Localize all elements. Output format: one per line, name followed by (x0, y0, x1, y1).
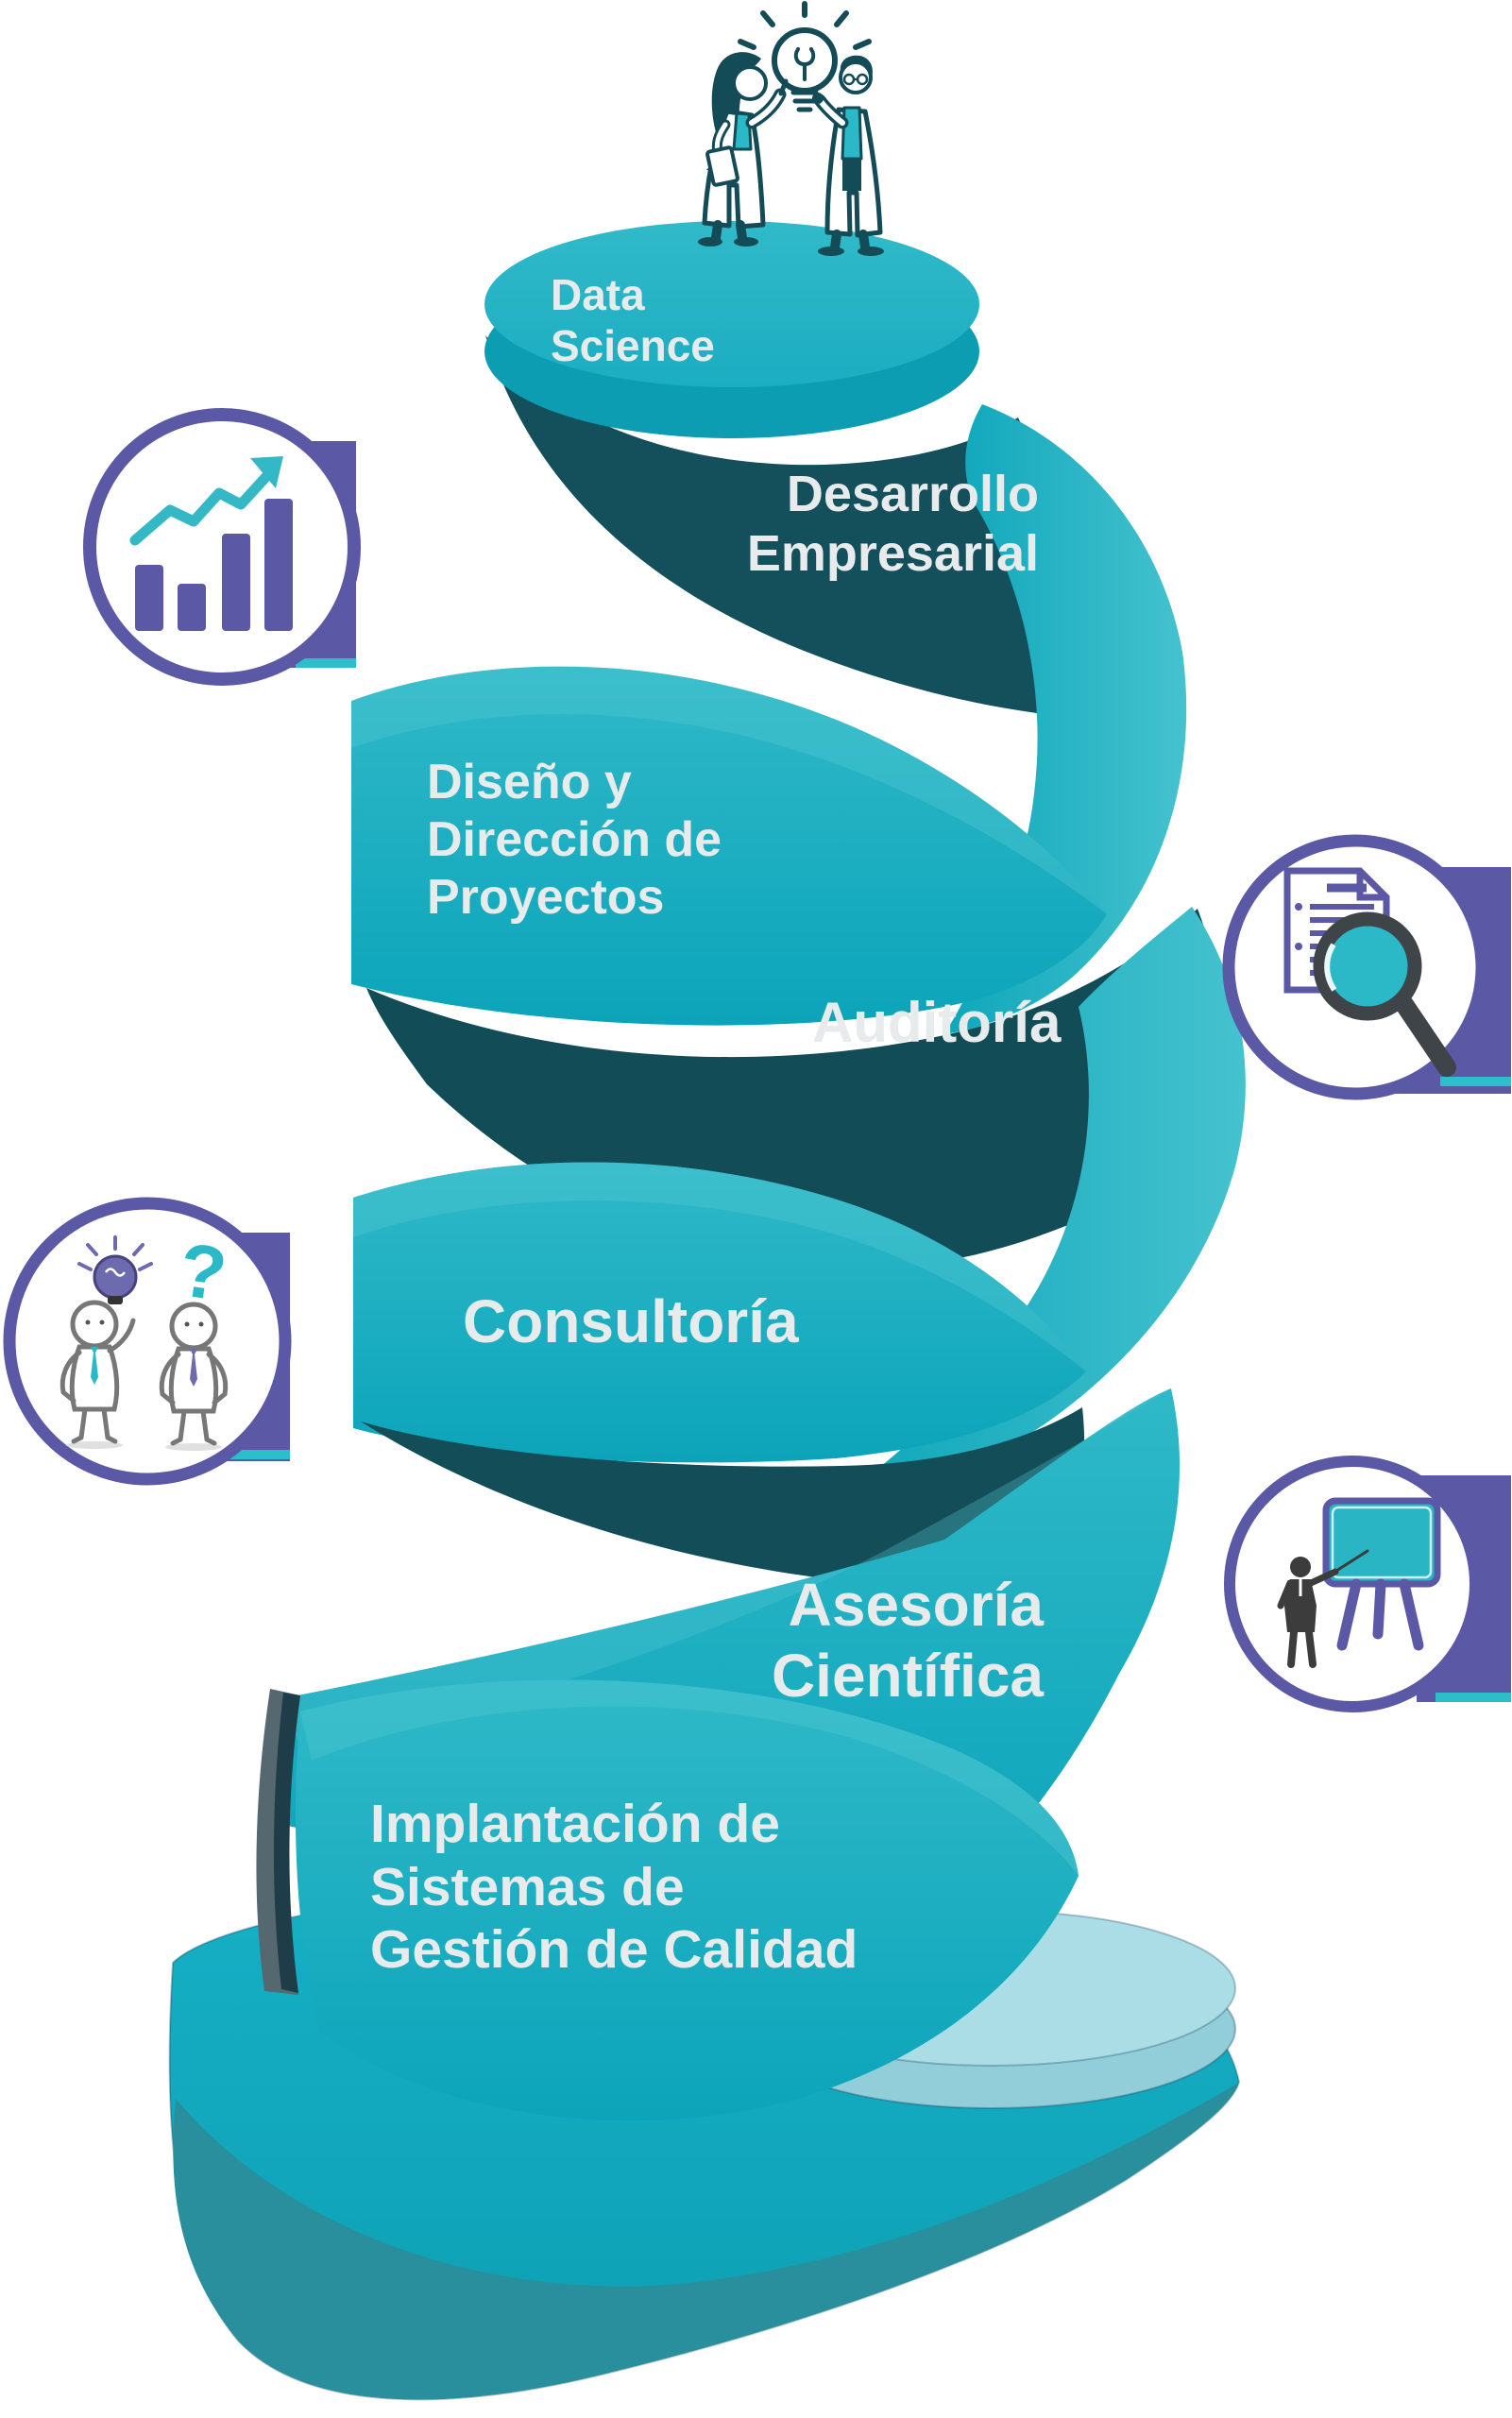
ribbon-step-implantacion-sheen (300, 1679, 1079, 1876)
ribbon-step-consultoria-sheen (353, 1162, 1086, 1371)
ribbon-step-implantacion (295, 1679, 1079, 2121)
ribbon-step-asesoria-sheen (283, 1388, 1171, 1755)
step-label-consultoria: Consultoría (463, 1287, 799, 1355)
ribbon-step-data-science-top (484, 221, 979, 387)
training-board-icon (1224, 1456, 1511, 1712)
document-audit-icon (1222, 834, 1511, 1100)
step-label-asesoria-cientifica: Asesoría Científica (771, 1571, 1044, 1710)
bar-chart-growth-icon (83, 408, 361, 686)
scientist-man (812, 55, 884, 256)
ribbon-underside-desarrollo (485, 335, 1124, 721)
scientist-woman (698, 52, 789, 247)
step-label-desarrollo-empresarial: Desarrollo Empresarial (746, 466, 1039, 583)
slate-edge-inner (273, 1693, 300, 1993)
consultant-figure-left (59, 1300, 136, 1449)
spiral-ribbon (168, 221, 1246, 2401)
ribbon-step-consultoria (353, 1162, 1086, 1463)
consultant-figure-right (159, 1302, 229, 1451)
ribbon-step-diseno-sheen (351, 666, 1107, 914)
step-label-diseno-direccion: Diseño y Dirección de Proyectos (427, 755, 722, 925)
ribbon-underside-consultoria (361, 1407, 1085, 1585)
ribbon-curl-1 (944, 404, 1187, 1034)
spiral-base-front (173, 2084, 1237, 2400)
step-label-implantacion-sgc: Implantación de Sistemas de Gestión de C… (370, 1794, 858, 1981)
presentation-board-icon (1322, 1497, 1441, 1651)
magnifier-icon (1313, 911, 1456, 1077)
ribbon-curl-2 (843, 907, 1246, 1496)
idea-bulb-icon (77, 1235, 153, 1304)
step-label-data-science: Data Science (551, 270, 715, 370)
scientists-illustration (698, 1, 884, 256)
consulting-idea-icon: ? (3, 1197, 292, 1486)
step-label-auditoria: Auditoría (812, 991, 1062, 1054)
ribbon-step-diseno (351, 666, 1107, 1026)
lightbulb-icon (738, 1, 872, 112)
presenter-figure (1277, 1549, 1369, 1668)
